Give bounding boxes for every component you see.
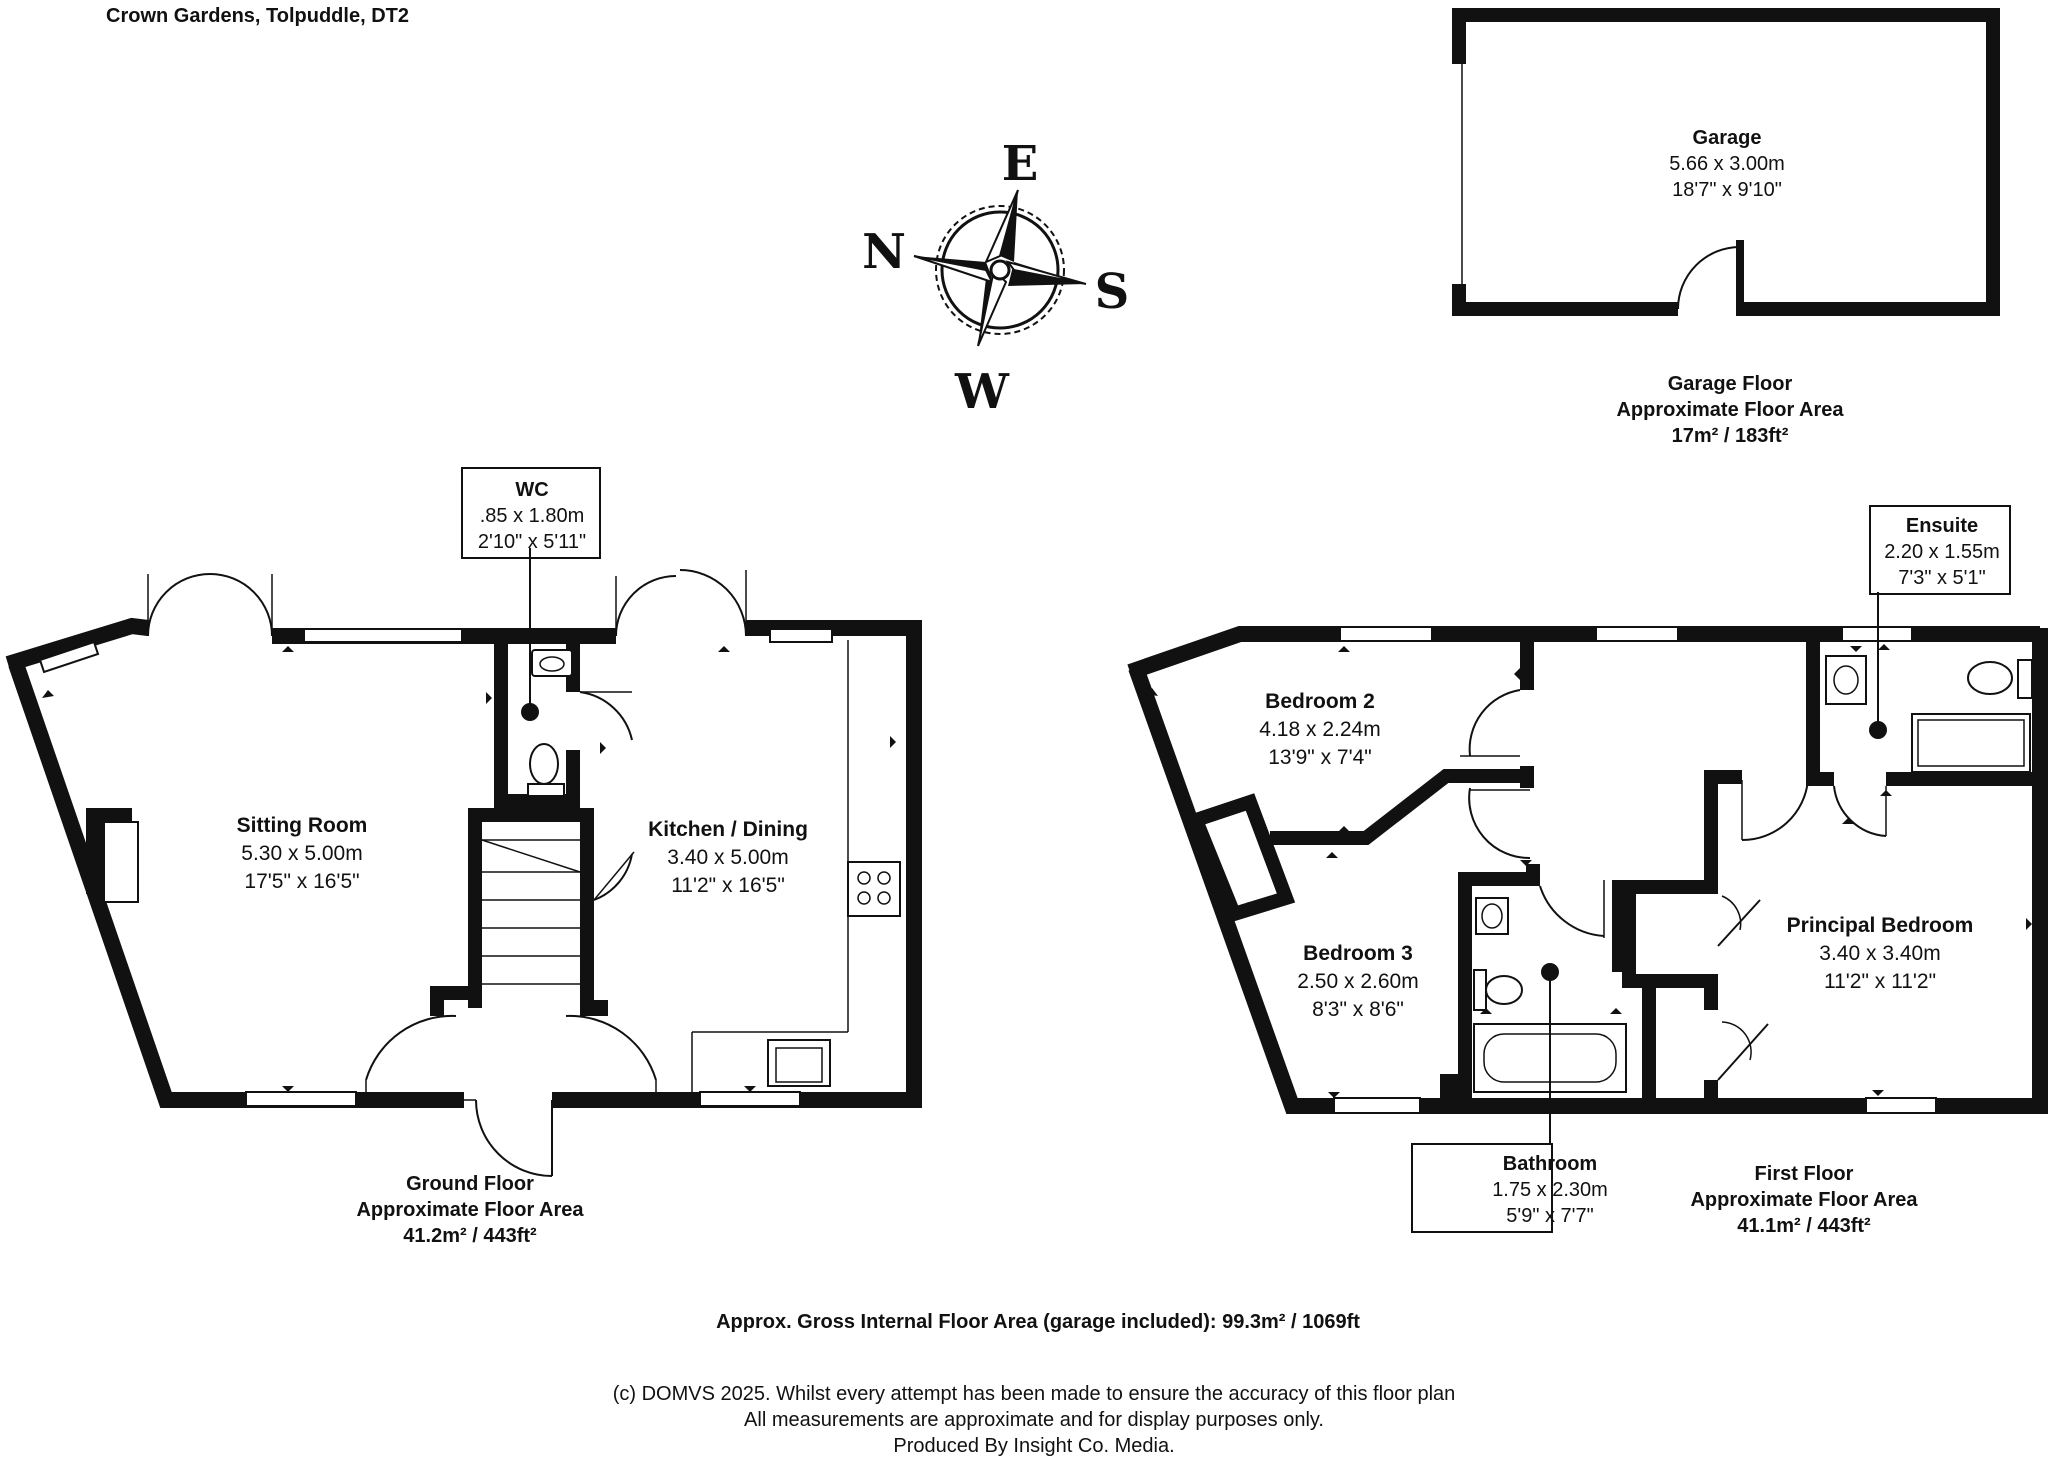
compass-rose: E N S W [862,136,1129,420]
bedroom3-name: Bedroom 3 [1303,942,1413,965]
first-floor-area: 41.1m² / 443ft² [1737,1215,1871,1237]
wc-imperial: 2'10" x 5'11" [478,531,586,553]
garage-floor-area-label: Approximate Floor Area [1616,399,1844,421]
bedroom2-imperial: 13'9" x 7'4" [1268,746,1372,769]
sitting-room-imperial: 17'5" x 16'5" [244,870,359,893]
wc-name: WC [515,479,548,501]
garage-plan [1452,8,2000,316]
compass-south-label: S [1095,264,1130,320]
principal-bedroom-name: Principal Bedroom [1787,914,1974,937]
compass-west-label: W [954,364,1010,420]
garage-floor-title: Garage Floor [1668,373,1793,395]
gross-floor-area: Approx. Gross Internal Floor Area (garag… [716,1311,1360,1333]
bedroom2-name: Bedroom 2 [1265,690,1375,713]
bedroom3-imperial: 8'3" x 8'6" [1312,998,1404,1021]
ensuite-label-box [1869,505,2011,595]
first-floor-plan [1127,592,2048,1144]
sitting-room-metric: 5.30 x 5.00m [241,842,362,865]
bathroom-metric: 1.75 x 2.30m [1492,1179,1608,1201]
disclaimer-line-1: (c) DOMVS 2025. Whilst every attempt has… [613,1383,1456,1405]
ground-floor-area: 41.2m² / 443ft² [403,1225,537,1247]
disclaimer-line-2: All measurements are approximate and for… [744,1409,1324,1431]
first-floor-area-label: Approximate Floor Area [1690,1189,1918,1211]
kitchen-imperial: 11'2" x 16'5" [671,874,785,897]
compass-north-label: N [862,224,906,280]
garage-imperial: 18'7" x 9'10" [1672,179,1782,201]
bedroom2-metric: 4.18 x 2.24m [1259,718,1380,741]
garage-floor-area: 17m² / 183ft² [1672,425,1789,447]
bathroom-name: Bathroom [1503,1153,1597,1175]
wc-label-box [461,467,601,559]
wc-metric: .85 x 1.80m [480,505,585,527]
ensuite-name: Ensuite [1906,515,1978,537]
principal-bedroom-metric: 3.40 x 3.40m [1819,942,1940,965]
bedroom3-metric: 2.50 x 2.60m [1297,970,1418,993]
first-floor-title: First Floor [1755,1163,1854,1185]
property-address: Crown Gardens, Tolpuddle, DT2 [106,5,409,27]
garage-name: Garage [1693,127,1762,149]
ground-floor-area-label: Approximate Floor Area [356,1199,584,1221]
produced-by: Produced By Insight Co. Media. [893,1435,1174,1457]
sitting-room-name: Sitting Room [237,814,368,837]
kitchen-name: Kitchen / Dining [648,818,808,841]
compass-east-label: E [1002,136,1039,192]
garage-metric: 5.66 x 3.00m [1669,153,1785,175]
principal-bedroom-imperial: 11'2" x 11'2" [1824,970,1936,993]
ensuite-imperial: 7'3" x 5'1" [1898,567,1985,589]
bathroom-imperial: 5'9" x 7'7" [1506,1205,1593,1227]
ensuite-metric: 2.20 x 1.55m [1884,541,2000,563]
kitchen-metric: 3.40 x 5.00m [667,846,788,869]
ground-floor-title: Ground Floor [406,1173,534,1195]
bathroom-label-box [1411,1143,1553,1233]
ground-floor-plan [5,548,922,1177]
